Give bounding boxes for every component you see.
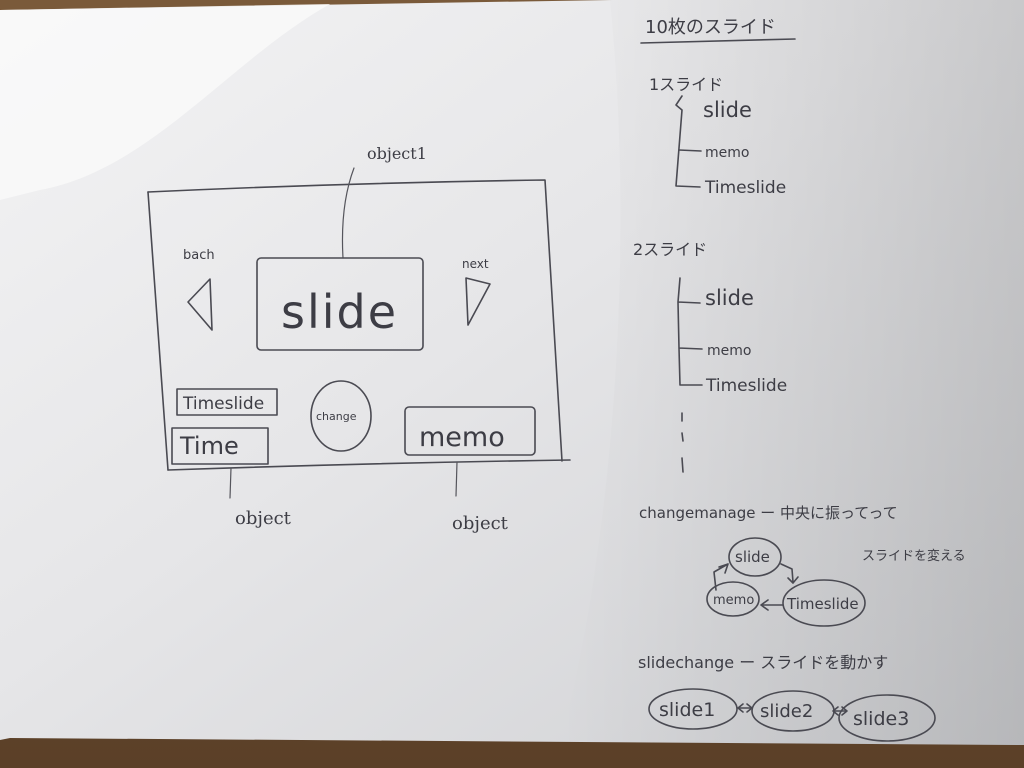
changemanage-note-cont: スライドを変える xyxy=(862,548,966,564)
cycle-timeslide-label: Timeslide xyxy=(786,595,859,613)
cycle-slide-node xyxy=(728,537,782,577)
object-right-leader xyxy=(455,461,458,497)
timeslide-box-label: Timeslide xyxy=(182,394,264,414)
sketch-frame-bottom xyxy=(167,459,571,471)
slide1-item-3: Timeslide xyxy=(704,178,786,198)
changemanage-note: changemanage ー 中央に振ってって xyxy=(639,504,898,522)
slide2-item-2: memo xyxy=(707,343,751,359)
ui-wireframe-sketch: object1 bach next slide Timeslide Time c… xyxy=(147,144,571,534)
cycle-memo-node xyxy=(706,581,760,617)
slide-box-label: slide xyxy=(281,285,398,339)
slide1-title: 1スライド xyxy=(649,75,723,94)
slide-box xyxy=(256,257,424,351)
chain-slide3-node xyxy=(838,694,936,742)
change-circle-label: change xyxy=(316,410,357,423)
slide1-tree-branch xyxy=(678,149,702,152)
slide1-tree-lines xyxy=(675,95,701,188)
cycle-timeslide-node xyxy=(782,579,866,627)
slide2-title: 2スライド xyxy=(633,240,707,259)
notes-heading: 10枚のスライド xyxy=(645,17,776,38)
chain-arrow-1-2 xyxy=(737,703,753,713)
heading-underline xyxy=(640,38,796,44)
next-arrow-icon xyxy=(465,277,491,326)
cycle-slide-label: slide xyxy=(735,548,770,566)
object-left-label: object xyxy=(235,508,292,529)
memo-box xyxy=(404,406,536,456)
slide2-tree-lines xyxy=(677,277,703,386)
memo-box-label: memo xyxy=(419,422,505,453)
slide2-item-3: Timeslide xyxy=(705,376,787,396)
chain-arrow-2-3 xyxy=(832,706,848,716)
paper-highlight xyxy=(0,4,330,200)
cycle-arrow-slide-to-timeslide xyxy=(780,563,799,584)
time-box-label: Time xyxy=(179,432,239,460)
paper-shade xyxy=(560,0,1024,745)
object1-leader xyxy=(341,167,355,259)
timeslide-box xyxy=(176,388,278,416)
chain-slide1-label: slide1 xyxy=(659,699,715,721)
object-right-label: object xyxy=(452,513,509,534)
continuation-marks xyxy=(681,412,684,473)
back-label: bach xyxy=(183,248,215,263)
back-arrow-icon xyxy=(187,278,213,331)
cycle-arrow-timeslide-to-memo xyxy=(760,599,784,611)
slide2-item-1: slide xyxy=(705,286,754,310)
cycle-arrow-memo-to-slide xyxy=(713,563,729,591)
cycle-memo-label: memo xyxy=(713,593,754,608)
sketch-frame-top-right xyxy=(147,179,563,462)
slide1-item-1: slide xyxy=(703,98,752,122)
slide1-item-2: memo xyxy=(705,145,749,161)
object-left-leader xyxy=(229,467,232,499)
sketch-frame-left xyxy=(147,191,169,471)
chain-slide2-label: slide2 xyxy=(760,701,813,722)
object1-label: object1 xyxy=(367,144,427,163)
chain-slide3-label: slide3 xyxy=(853,708,909,730)
next-label: next xyxy=(462,257,489,271)
notes-column: 10枚のスライド 1スライド slide memo Timeslide 2スライ… xyxy=(633,17,966,742)
change-circle xyxy=(310,380,372,452)
slidechange-note: slidechange ー スライドを動かす xyxy=(638,653,888,672)
time-box xyxy=(171,427,269,465)
chain-slide1-node xyxy=(648,688,738,730)
